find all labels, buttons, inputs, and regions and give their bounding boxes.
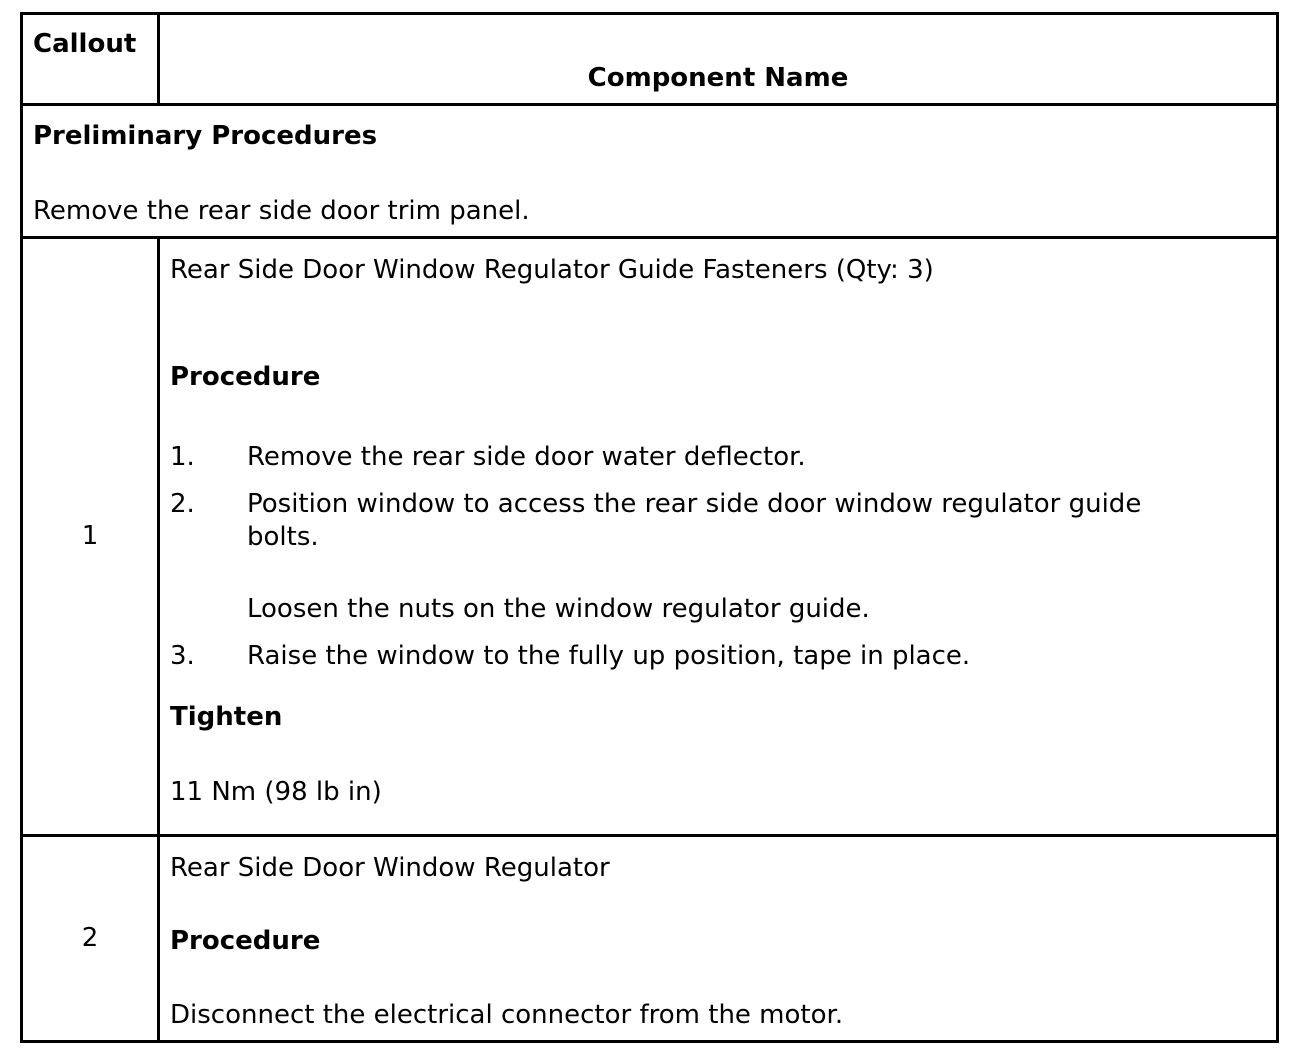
step-body: Raise the window to the fully up positio… xyxy=(247,640,1264,673)
component-cell-2: Rear Side Door Window Regulator Procedur… xyxy=(157,834,1279,1043)
component-cell-1: Rear Side Door Window Regulator Guide Fa… xyxy=(157,236,1279,837)
step-number: 3. xyxy=(170,641,195,671)
component-name-2: Rear Side Door Window Regulator xyxy=(170,853,610,883)
procedure-heading: Procedure xyxy=(170,362,321,392)
callout-number-1: 1 xyxy=(20,236,160,837)
table-row-callout-2: 2 Rear Side Door Window Regulator Proced… xyxy=(20,834,1279,1043)
component-table: Callout Component Name Preliminary Proce… xyxy=(20,12,1279,1043)
tighten-spec: 11 Nm (98 lb in) xyxy=(170,777,382,807)
step-text: Raise the window to the fully up positio… xyxy=(247,641,971,671)
component-name-1: Rear Side Door Window Regulator Guide Fa… xyxy=(170,255,934,285)
step-text: Remove the rear side door water deflecto… xyxy=(247,442,806,472)
step-body: Position window to access the rear side … xyxy=(247,488,1264,626)
step-number: 1. xyxy=(170,442,195,472)
procedure-step-2: 2. Position window to access the rear si… xyxy=(170,488,1264,626)
procedure-step-list: 1. Remove the rear side door water defle… xyxy=(170,441,1264,673)
callout-column-header: Callout xyxy=(20,12,160,106)
step-text: Position window to access the rear side … xyxy=(247,489,1142,552)
preliminary-procedures-text: Remove the rear side door trim panel. xyxy=(33,196,530,226)
header-row: Callout Component Name xyxy=(20,12,1279,106)
preliminary-cell: Preliminary Procedures Remove the rear s… xyxy=(20,103,1279,239)
tighten-heading: Tighten xyxy=(170,702,283,732)
step-continuation-text: Loosen the nuts on the window regulator … xyxy=(247,594,870,624)
procedure-step-1: 1. Remove the rear side door water defle… xyxy=(170,441,1264,474)
preliminary-procedures-row: Preliminary Procedures Remove the rear s… xyxy=(20,103,1279,239)
table-row-callout-1: 1 Rear Side Door Window Regulator Guide … xyxy=(20,236,1279,837)
procedure-heading: Procedure xyxy=(170,926,321,956)
step-body: Remove the rear side door water deflecto… xyxy=(247,441,1264,474)
procedure-text: Disconnect the electrical connector from… xyxy=(170,1000,844,1030)
callout-number-2: 2 xyxy=(20,834,160,1043)
preliminary-procedures-title: Preliminary Procedures xyxy=(33,121,378,151)
procedure-step-3: 3. Raise the window to the fully up posi… xyxy=(170,640,1264,673)
component-name-column-header: Component Name xyxy=(157,12,1279,106)
step-number: 2. xyxy=(170,489,195,519)
